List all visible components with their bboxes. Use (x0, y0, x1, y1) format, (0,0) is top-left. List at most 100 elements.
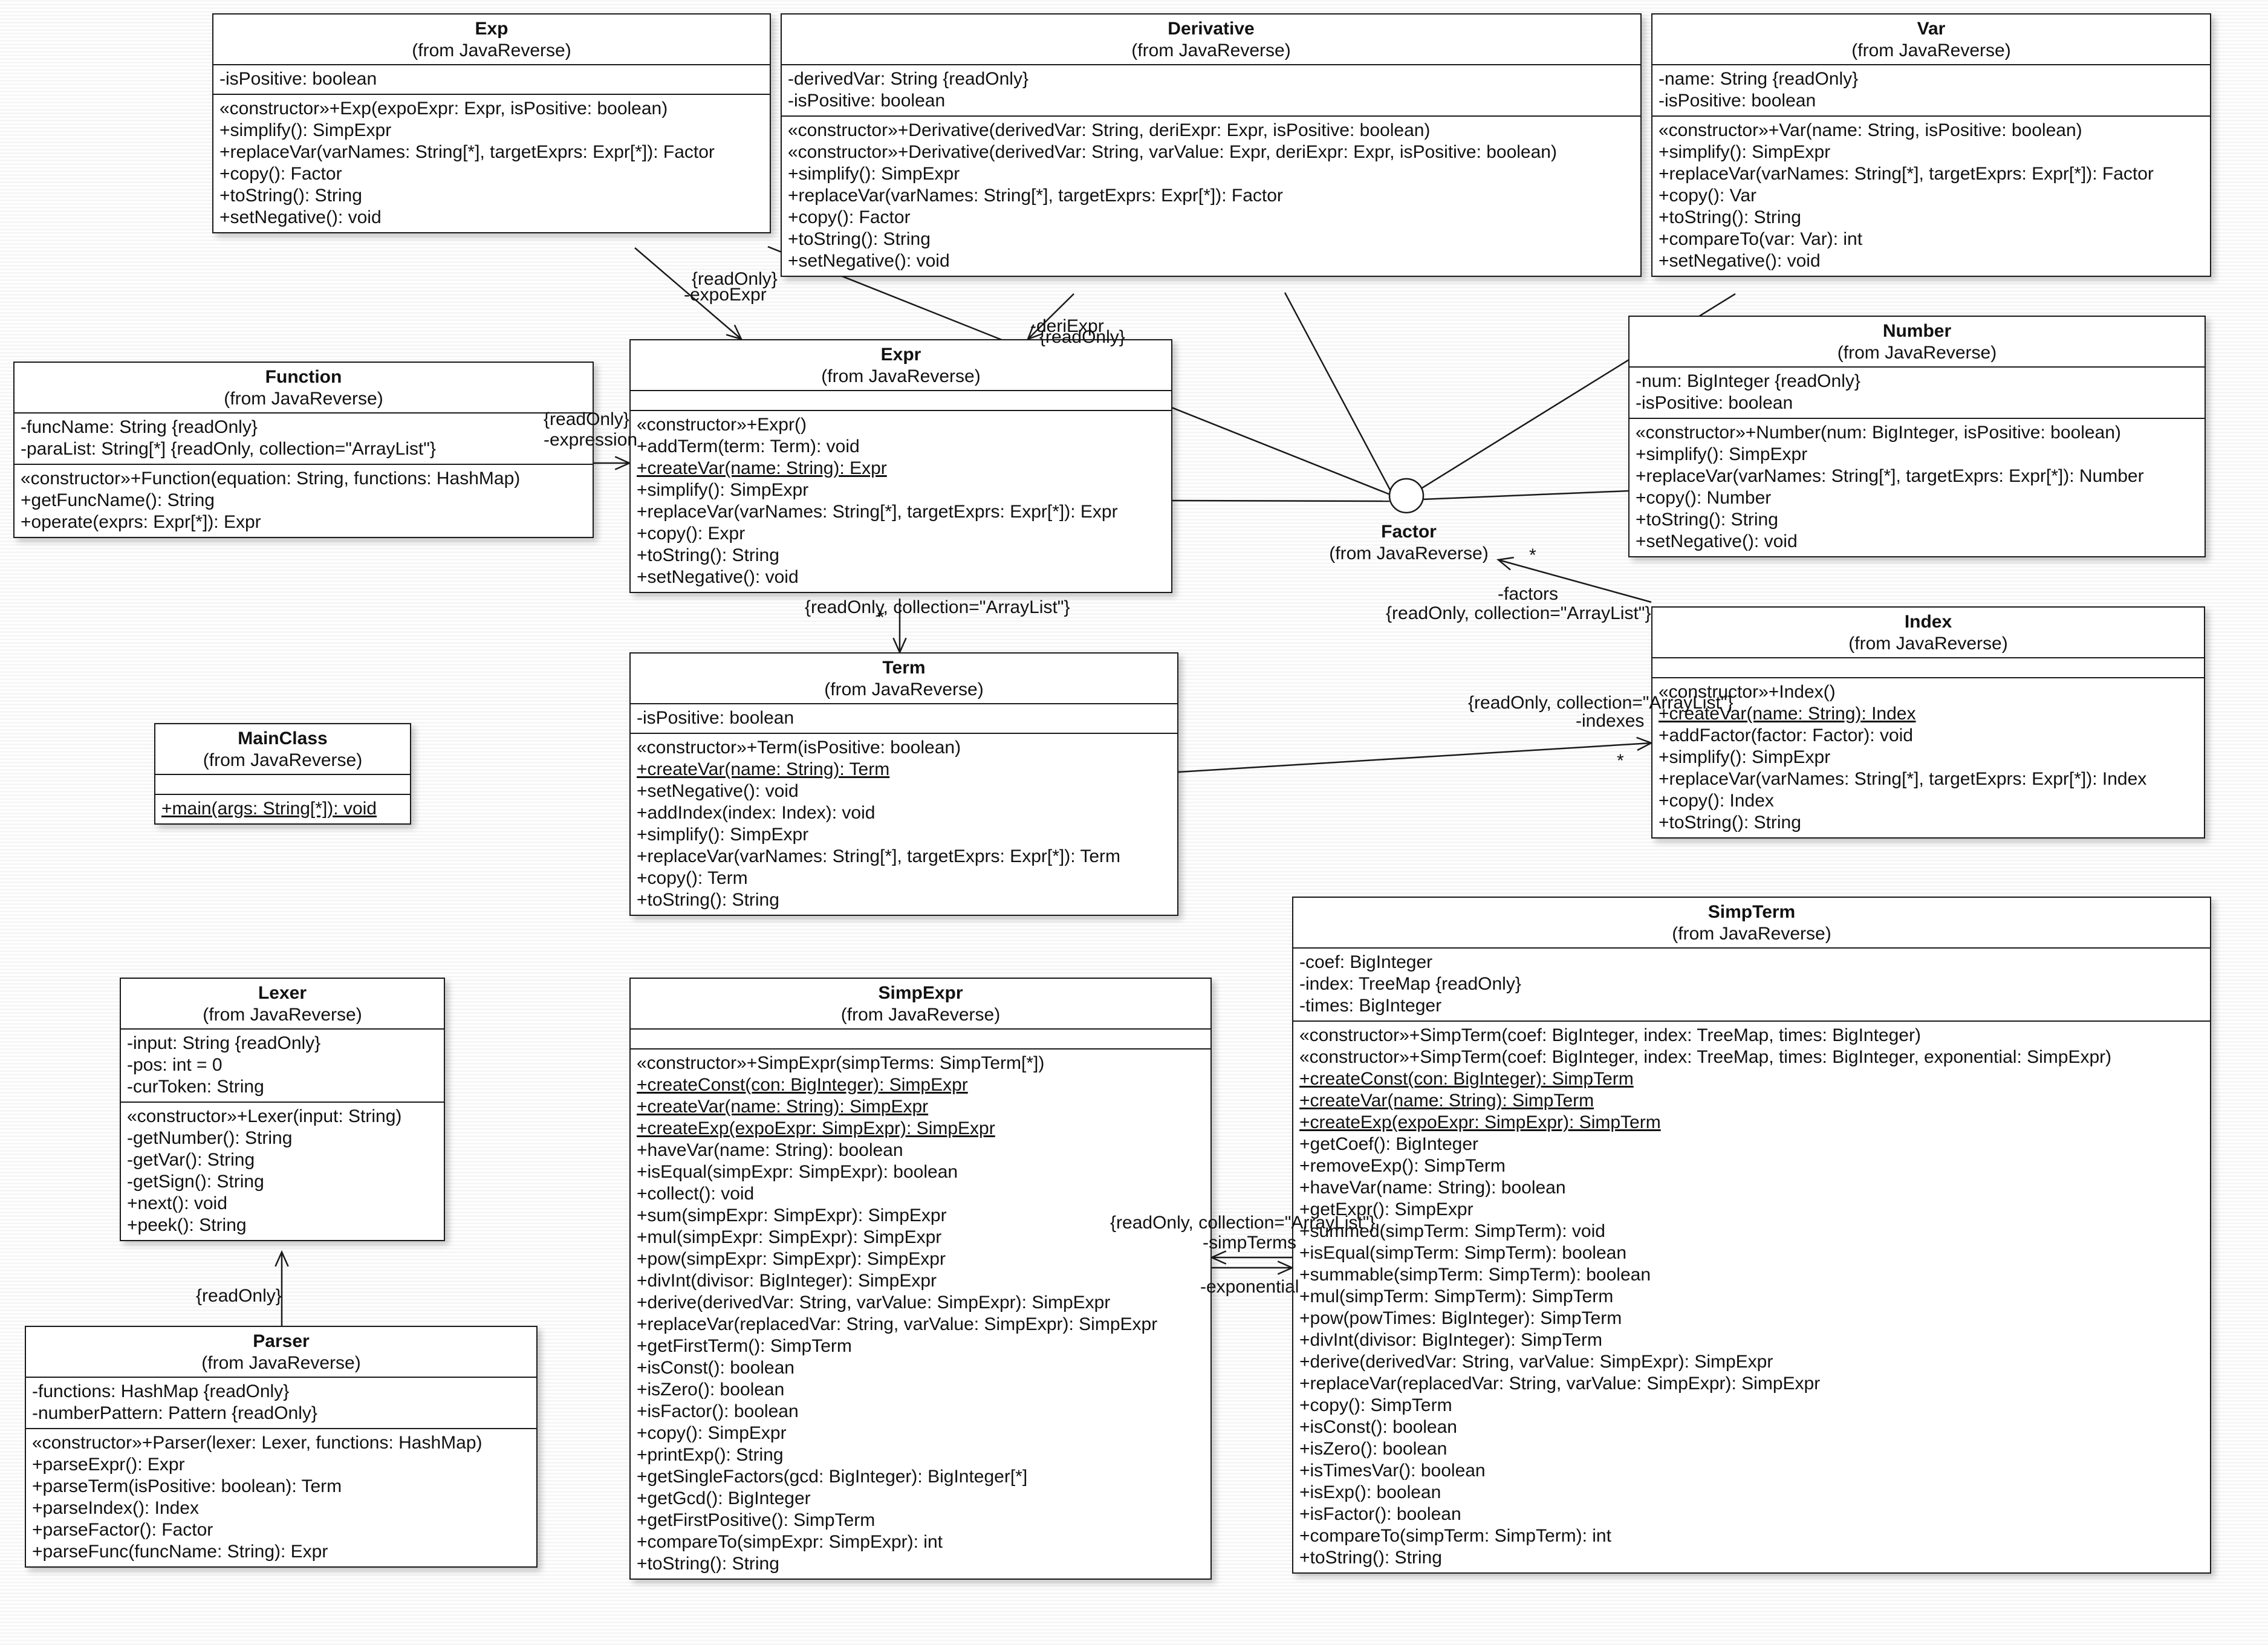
operation: +pow(simpExpr: SimpExpr): SimpExpr (637, 1249, 946, 1269)
operation: +createConst(con: BigInteger): SimpTerm (1299, 1069, 1634, 1089)
operation: +replaceVar(replacedVar: String, varValu… (1299, 1374, 1821, 1394)
class-header: Lexer(from JavaReverse) (121, 979, 444, 1028)
class-expr[interactable]: Expr(from JavaReverse)«constructor»+Expr… (629, 339, 1172, 593)
operation: +divInt(divisor: BigInteger): SimpTerm (1299, 1330, 1603, 1350)
interface-factor-label[interactable]: Factor (from JavaReverse) (1294, 521, 1524, 565)
operation: +pow(powTimes: BigInteger): SimpTerm (1299, 1308, 1622, 1328)
class-operations: «constructor»+Parser(lexer: Lexer, funct… (26, 1428, 536, 1566)
class-var[interactable]: Var(from JavaReverse)-name: String {read… (1651, 13, 2211, 277)
assoc-label: {readOnly} (1039, 327, 1125, 347)
operation: +replaceVar(replacedVar: String, varValu… (637, 1314, 1158, 1334)
class-header: MainClass(from JavaReverse) (155, 724, 410, 774)
operation: +copy(): Number (1636, 488, 1772, 508)
class-operations: «constructor»+Lexer(input: String)-getNu… (121, 1102, 444, 1240)
operation: -getNumber(): String (127, 1128, 293, 1148)
operation: +copy(): Factor (219, 164, 342, 184)
attribute: -curToken: String (127, 1077, 264, 1097)
operation: +derive(derivedVar: String, varValue: Si… (637, 1293, 1111, 1312)
class-source: (from JavaReverse) (412, 41, 571, 60)
operation: +haveVar(name: String): boolean (637, 1140, 903, 1160)
operation: +divInt(divisor: BigInteger): SimpExpr (637, 1271, 937, 1291)
class-function[interactable]: Function(from JavaReverse)-funcName: Str… (13, 362, 594, 538)
operation: +simplify(): SimpExpr (788, 164, 960, 184)
operation: +compareTo(simpExpr: SimpExpr): int (637, 1532, 943, 1552)
class-source: (from JavaReverse) (821, 366, 981, 386)
class-simpexpr[interactable]: SimpExpr(from JavaReverse)«constructor»+… (629, 978, 1212, 1580)
class-number[interactable]: Number(from JavaReverse)-num: BigInteger… (1628, 316, 2206, 557)
class-source: (from JavaReverse) (1837, 343, 1997, 363)
class-attributes (155, 774, 410, 794)
operation: +isZero(): boolean (1299, 1439, 1448, 1459)
class-name: Var (1917, 19, 1946, 39)
class-operations: +main(args: String[*]): void (155, 794, 410, 823)
operation: +createConst(con: BigInteger): SimpExpr (637, 1075, 968, 1095)
operation: +derive(derivedVar: String, varValue: Si… (1299, 1352, 1773, 1372)
class-operations: «constructor»+Function(equation: String,… (15, 464, 593, 537)
class-attributes: -functions: HashMap {readOnly}-numberPat… (26, 1377, 536, 1428)
operation: +addFactor(factor: Factor): void (1659, 725, 1913, 745)
operation: «constructor»+Lexer(input: String) (127, 1106, 402, 1126)
operation: +copy(): Expr (637, 524, 746, 543)
attribute: -input: String {readOnly} (127, 1033, 321, 1053)
operation: +setNegative(): void (637, 567, 799, 587)
class-simpterm[interactable]: SimpTerm(from JavaReverse)-coef: BigInte… (1292, 897, 2211, 1574)
class-header: Derivative(from JavaReverse) (782, 15, 1640, 64)
operation: +isZero(): boolean (637, 1380, 785, 1400)
class-name: Exp (475, 19, 509, 39)
operation: «constructor»+Index() (1659, 682, 1836, 702)
class-source: (from JavaReverse) (224, 389, 383, 409)
operation: +parseFunc(funcName: String): Expr (32, 1542, 328, 1562)
operation: +addIndex(index: Index): void (637, 803, 876, 823)
operation: +createExp(expoExpr: SimpExpr): SimpTerm (1299, 1112, 1661, 1132)
operation: «constructor»+Expr() (637, 415, 807, 435)
operation: +replaceVar(varNames: String[*], targetE… (637, 846, 1120, 866)
class-header: SimpExpr(from JavaReverse) (631, 979, 1210, 1028)
assoc-role: -deriExpr (1030, 316, 1104, 336)
operation: +copy(): SimpTerm (1299, 1395, 1452, 1415)
class-name: Lexer (258, 983, 307, 1003)
attribute: -coef: BigInteger (1299, 952, 1433, 972)
class-attributes (1652, 657, 2204, 677)
class-mainclass[interactable]: MainClass(from JavaReverse) +main(args: S… (154, 723, 411, 825)
operation: +simplify(): SimpExpr (219, 120, 392, 140)
attribute: -numberPattern: Pattern {readOnly} (32, 1403, 317, 1423)
association-term-indexes (1178, 742, 1652, 773)
operation: +parseFactor(): Factor (32, 1520, 213, 1540)
operation: +isExp(): boolean (1299, 1482, 1441, 1502)
class-exp[interactable]: Exp(from JavaReverse)-isPositive: boolea… (212, 13, 771, 233)
interface-factor-circle[interactable] (1388, 478, 1425, 514)
operation: +replaceVar(varNames: String[*], targetE… (219, 142, 715, 162)
assoc-role: -expoExpr (684, 285, 767, 305)
operation: +copy(): Index (1659, 791, 1774, 811)
operation: +summable(simpTerm: SimpTerm): boolean (1299, 1265, 1651, 1285)
class-header: Index(from JavaReverse) (1652, 608, 2204, 657)
attribute: -functions: HashMap {readOnly} (32, 1381, 290, 1401)
class-operations: «constructor»+Index()+createVar(name: St… (1652, 677, 2204, 837)
class-header: Exp (from JavaReverse) (213, 15, 770, 64)
class-lexer[interactable]: Lexer(from JavaReverse) -input: String {r… (120, 978, 445, 1241)
association-simpterm-exponential-head (1209, 1250, 1227, 1265)
assoc-label: {readOnly} (692, 269, 778, 289)
operation: +createExp(expoExpr: SimpExpr): SimpExpr (637, 1118, 995, 1138)
class-header: Parser(from JavaReverse) (26, 1327, 536, 1377)
association-derivative-derierexpr (1027, 293, 1074, 340)
class-parser[interactable]: Parser(from JavaReverse)-functions: Hash… (25, 1326, 538, 1568)
attribute: -isPositive: boolean (637, 708, 794, 728)
operation: +isFactor(): boolean (637, 1401, 799, 1421)
class-term[interactable]: Term(from JavaReverse)-isPositive: boole… (629, 652, 1178, 916)
operation: «constructor»+Derivative(derivedVar: Str… (788, 142, 1557, 162)
operation: +replaceVar(varNames: String[*], targetE… (1659, 769, 2147, 789)
assoc-role: -factors (1498, 584, 1559, 604)
class-source: (from JavaReverse) (1851, 41, 2011, 60)
class-source: (from JavaReverse) (824, 680, 984, 699)
class-operations: «constructor»+SimpTerm(coef: BigInteger,… (1293, 1020, 2210, 1572)
operation: +createVar(name: String): Index (1659, 704, 1916, 724)
operation: +isConst(): boolean (637, 1358, 794, 1378)
operation: +setNegative(): void (788, 251, 950, 271)
operation: +copy(): Var (1659, 186, 1756, 206)
class-index[interactable]: Index(from JavaReverse) «constructor»+Ind… (1651, 606, 2205, 839)
class-name: Number (1882, 321, 1952, 341)
operation: +getFirstPositive(): SimpTerm (637, 1510, 876, 1530)
class-derivative[interactable]: Derivative(from JavaReverse)-derivedVar:… (781, 13, 1642, 277)
